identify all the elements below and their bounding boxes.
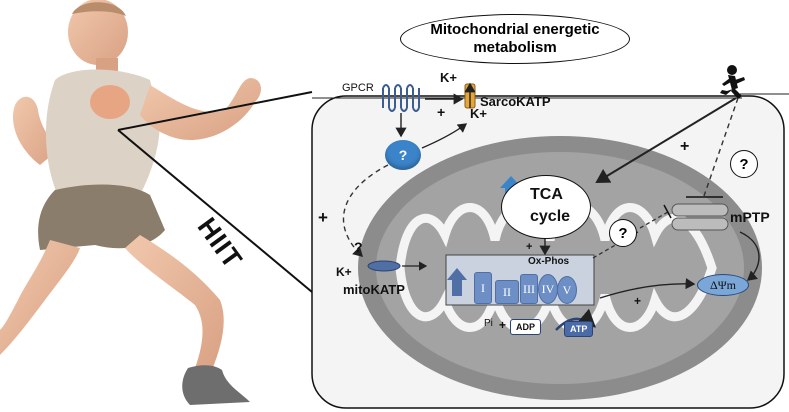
- plus-runner: +: [680, 138, 690, 155]
- tca-line-1: TCA: [530, 186, 563, 203]
- running-person-icon: [720, 65, 745, 99]
- question-runner-mptp: ?: [730, 150, 758, 178]
- complex-ii: II: [495, 280, 519, 304]
- atp-pill: ATP: [564, 321, 594, 337]
- mitokatp-channel: [367, 260, 401, 272]
- gpcr-receptor: [382, 84, 420, 112]
- title-line-1: Mitochondrial energetic: [430, 21, 600, 38]
- question-oxphos-mptp: ?: [609, 219, 637, 247]
- heart-icon: [90, 85, 130, 119]
- mptp-label: mPTP: [730, 209, 770, 225]
- question-mitokatp: ?: [354, 239, 363, 255]
- title-box: Mitochondrial energetic metabolism: [400, 14, 630, 64]
- mitokatp-label: mitoKATP: [343, 282, 405, 297]
- complex-iii: III: [520, 274, 538, 304]
- title-line-2: metabolism: [473, 39, 557, 56]
- runner-figure: [0, 0, 262, 405]
- pi-label: Pi: [484, 318, 493, 329]
- membrane-potential-bubble: ΔΨm: [697, 274, 749, 296]
- complex-iv: IV: [538, 274, 558, 304]
- mitokatp-k-label: K+: [336, 265, 352, 279]
- gpcr-label: GPCR: [342, 82, 374, 94]
- plus-left: +: [318, 208, 328, 227]
- tca-line-2: cycle: [530, 208, 571, 225]
- oxphos-label: Ox-Phos: [528, 256, 570, 267]
- complex-v: V: [557, 276, 577, 304]
- mptp-pore: [671, 196, 729, 231]
- sarcokatp-label: SarcoKATP: [480, 94, 551, 109]
- plus-pi: +: [499, 318, 507, 332]
- tca-cycle-box: TCA cycle: [501, 175, 591, 239]
- membrane-plus: +: [437, 104, 446, 120]
- complex-i: I: [474, 272, 492, 304]
- plus-psi: +: [634, 294, 642, 308]
- k-bottom-label: K+: [470, 106, 487, 121]
- plus-tca: +: [526, 241, 533, 253]
- unknown-mediator-bubble: ?: [385, 140, 421, 170]
- k-top-label: K+: [440, 70, 457, 85]
- adp-pill: ADP: [510, 319, 542, 335]
